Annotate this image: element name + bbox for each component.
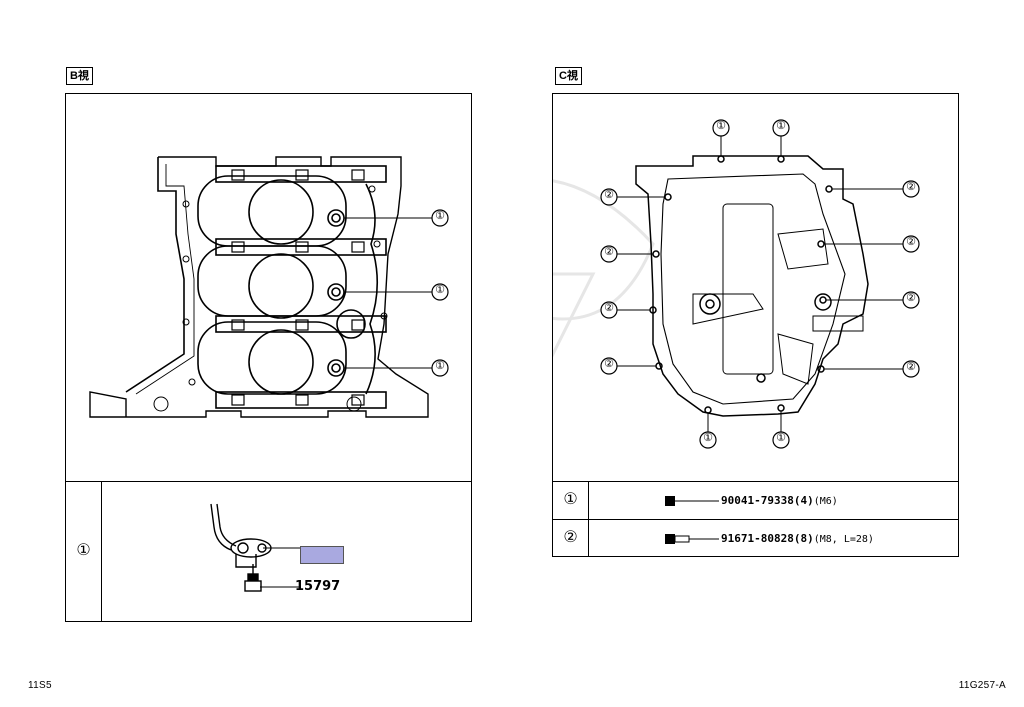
view-b-label: B視 xyxy=(66,67,93,85)
view-c-row2-label: ② xyxy=(563,529,578,546)
view-c-row1-label: ① xyxy=(563,491,578,508)
oil-pan-underside-drawing xyxy=(411,119,920,449)
view-b-callout-group xyxy=(431,209,449,377)
cylinder-block-side-drawing xyxy=(89,156,449,418)
view-b-row-label: ① xyxy=(76,542,91,559)
view-c-callout-top-2: ① xyxy=(776,120,786,132)
footer-right-code: 11G257-A xyxy=(958,680,1006,691)
nut-icon xyxy=(665,496,719,506)
view-c-callout-right-3: ② xyxy=(906,292,916,304)
sensor-bracket-drawing xyxy=(210,503,300,592)
view-b-parts-table: ① 15797 xyxy=(65,481,472,622)
view-c-callout-top-1: ① xyxy=(716,120,726,132)
watermark-emblem xyxy=(411,177,655,378)
view-c-callout-circles xyxy=(600,119,920,449)
view-c-label: C視 xyxy=(555,67,582,85)
view-b-callout-1a: ① xyxy=(435,210,445,222)
view-b-callout-1b: ① xyxy=(435,284,445,296)
view-b-callout-1c: ① xyxy=(435,360,445,372)
view-c-callout-left-1: ② xyxy=(604,189,614,201)
view-c-callout-left-4: ② xyxy=(604,358,614,370)
view-c-callout-bottom-2: ① xyxy=(776,432,786,444)
view-c-row2-part[interactable]: 91671-80828(8)(M8, L=28) xyxy=(721,532,874,545)
view-c-callout-left-2: ② xyxy=(604,246,614,258)
view-b-diagram-panel: ① ① ① xyxy=(65,93,472,483)
part-number-label[interactable]: 15797 xyxy=(295,579,341,594)
footer-left-code: 11S5 xyxy=(28,680,52,691)
view-c-callout-right-2: ② xyxy=(906,236,916,248)
table-divider-horizontal xyxy=(553,519,958,520)
view-c-callout-right-4: ② xyxy=(906,361,916,373)
view-c-callout-left-3: ② xyxy=(604,302,614,314)
view-c-callout-right-1: ② xyxy=(906,181,916,193)
view-c-callout-bottom-1: ① xyxy=(703,432,713,444)
table-divider xyxy=(101,482,102,621)
view-c-parts-table: ① 90041-79338(4)(M6) ② 91671-80828(8)(M8… xyxy=(552,481,959,557)
highlighted-part-number-box[interactable] xyxy=(300,546,344,564)
view-c-diagram-panel: ① ① ① ① ② ② ② ② ② ② ② ② xyxy=(411,93,959,483)
view-c-row1-part[interactable]: 90041-79338(4)(M6) xyxy=(721,494,838,507)
bolt-icon xyxy=(665,534,719,544)
